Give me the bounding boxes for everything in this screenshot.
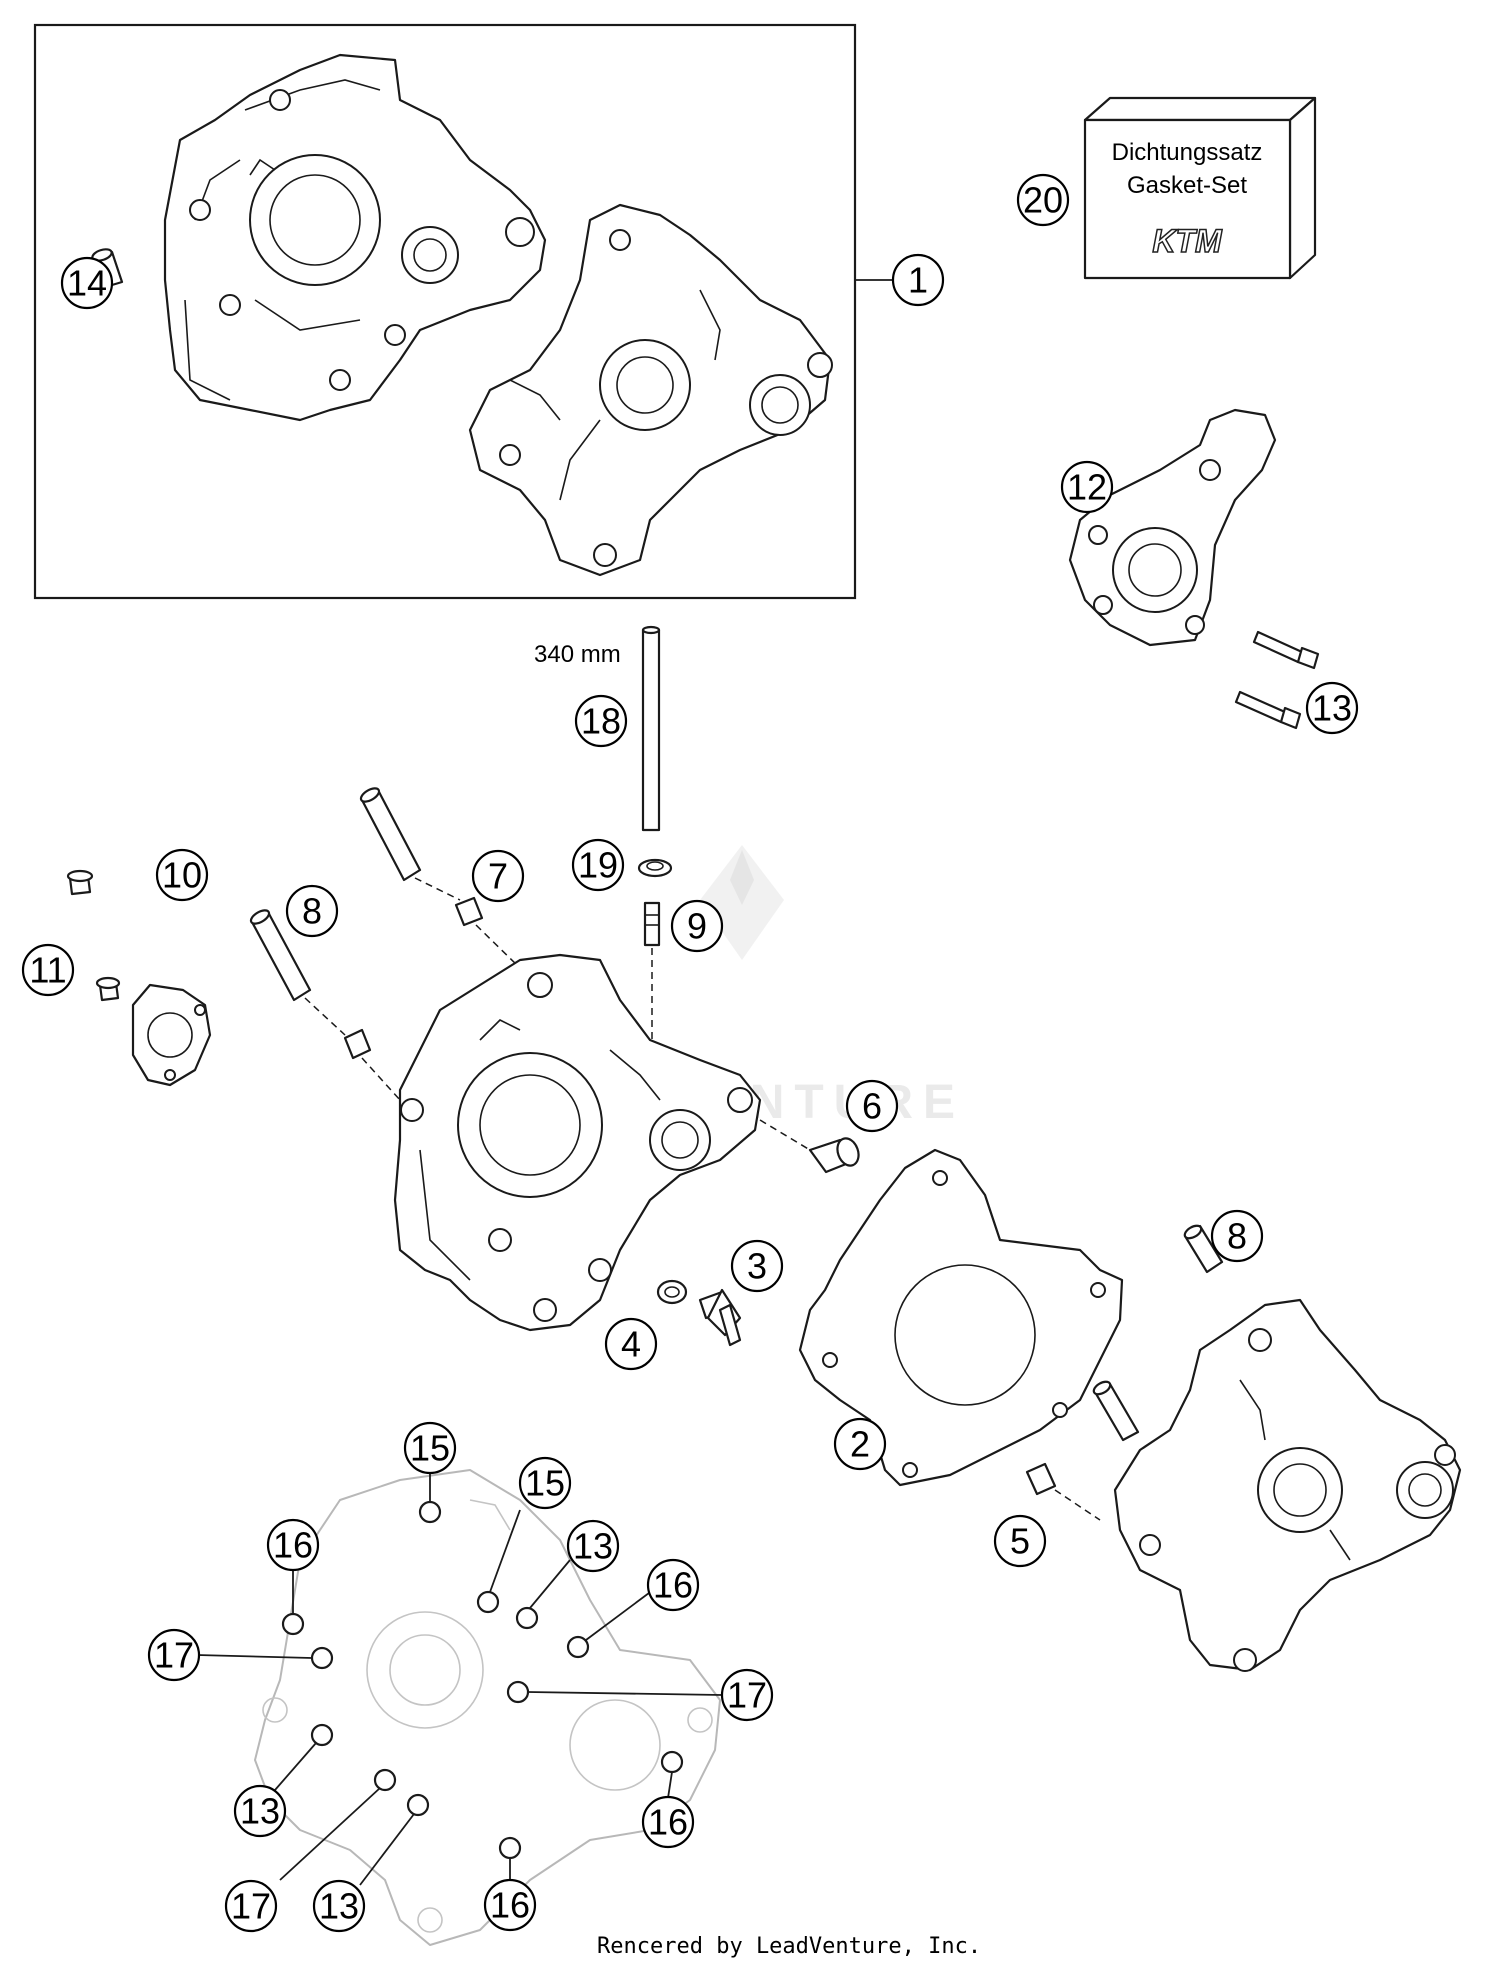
- pin-5: [1025, 1462, 1101, 1521]
- rod-18: [641, 625, 661, 832]
- svg-text:10: 10: [162, 855, 202, 896]
- svg-text:1: 1: [908, 260, 928, 301]
- svg-text:13: 13: [573, 1526, 613, 1567]
- callout-4: 4: [604, 1317, 658, 1371]
- svg-text:3: 3: [747, 1246, 767, 1287]
- svg-text:13: 13: [1312, 688, 1352, 729]
- pin-8-right: [1183, 1224, 1224, 1274]
- screw-11-lower: [95, 976, 121, 1002]
- leader-lines: [196, 1473, 723, 1886]
- svg-text:8: 8: [1227, 1216, 1247, 1257]
- callout-13-upper: 13: [566, 1519, 620, 1573]
- svg-text:16: 16: [273, 1525, 313, 1566]
- pin-8-left: [249, 909, 401, 1101]
- svg-text:14: 14: [67, 263, 107, 304]
- callout-12: 12: [1060, 460, 1114, 514]
- svg-text:16: 16: [653, 1565, 693, 1606]
- callout-14: 14: [60, 256, 114, 310]
- pin-right-case: [1092, 1380, 1140, 1442]
- svg-text:5: 5: [1010, 1521, 1030, 1562]
- callout-15-right: 15: [518, 1456, 572, 1510]
- screw-11-upper: [66, 869, 94, 896]
- svg-text:16: 16: [648, 1802, 688, 1843]
- callout-16-bottom: 16: [483, 1878, 537, 1932]
- svg-text:4: 4: [621, 1324, 641, 1365]
- callout-11: 11: [21, 943, 75, 997]
- callout-20: 20: [1016, 173, 1070, 227]
- nipple-9: [643, 901, 661, 1040]
- svg-text:8: 8: [302, 891, 322, 932]
- svg-text:15: 15: [410, 1428, 450, 1469]
- crankcase-assembly-box: [33, 23, 857, 600]
- callout-16-left: 16: [266, 1518, 320, 1572]
- ktm-logo: KTM: [1152, 223, 1223, 259]
- svg-text:17: 17: [727, 1675, 767, 1716]
- bolt-13-lower: [1234, 690, 1302, 730]
- callout-1: 1: [891, 253, 945, 307]
- callout-3: 3: [730, 1239, 784, 1293]
- footer-credit: Rencered by LeadVenture, Inc.: [597, 1934, 981, 1959]
- crankcase-right-half-bottom: [1113, 1298, 1462, 1672]
- bracket-12: [1068, 408, 1277, 647]
- svg-text:11: 11: [29, 950, 66, 991]
- callout-9: 9: [670, 899, 724, 953]
- crankcase-ghost-bottom: [254, 1469, 721, 1946]
- crankcase-right-half-top: [468, 203, 833, 577]
- callout-13-left: 13: [233, 1784, 287, 1838]
- callout-16-mid: 16: [641, 1795, 695, 1849]
- callout-8-left: 8: [285, 884, 339, 938]
- crankcase-left-half-middle: [393, 953, 762, 1332]
- callout-6: 6: [845, 1079, 899, 1133]
- svg-text:2: 2: [850, 1424, 870, 1465]
- callout-7: 7: [471, 849, 525, 903]
- callout-13-right: 13: [1305, 681, 1359, 735]
- svg-text:15: 15: [525, 1463, 565, 1504]
- callout-8-right: 8: [1210, 1209, 1264, 1263]
- screw-3: [698, 1288, 742, 1347]
- svg-text:17: 17: [154, 1635, 194, 1676]
- svg-text:6: 6: [862, 1086, 882, 1127]
- rod-length-label: 340 mm: [534, 641, 621, 668]
- washer-4: [656, 1279, 688, 1305]
- gasket-set-line2: Gasket-Set: [1127, 172, 1247, 199]
- svg-text:12: 12: [1067, 467, 1107, 508]
- pin-7: [359, 787, 521, 969]
- fasteners-ghost-case: [281, 1500, 684, 1860]
- svg-text:16: 16: [490, 1885, 530, 1926]
- svg-text:18: 18: [581, 701, 621, 742]
- svg-text:20: 20: [1023, 180, 1063, 221]
- gasket-set-box: Dichtungssatz Gasket-Set KTM: [1083, 96, 1317, 280]
- cover-plate-10: [131, 983, 212, 1087]
- callout-10: 10: [155, 848, 209, 902]
- bushing-6: [759, 1119, 860, 1174]
- crankcase-left-half-top: [163, 53, 547, 422]
- callout-2: 2: [833, 1417, 887, 1471]
- svg-text:19: 19: [578, 845, 618, 886]
- callout-17-right: 17: [720, 1668, 774, 1722]
- callout-17-bottom: 17: [224, 1879, 278, 1933]
- svg-text:17: 17: [231, 1886, 271, 1927]
- svg-text:7: 7: [488, 856, 508, 897]
- callout-5: 5: [993, 1514, 1047, 1568]
- svg-text:13: 13: [240, 1791, 280, 1832]
- gasket-2: [798, 1148, 1124, 1487]
- callout-13-bottom: 13: [312, 1879, 366, 1933]
- callout-15-top: 15: [403, 1421, 457, 1475]
- callout-17-left: 17: [147, 1628, 201, 1682]
- gasket-set-line1: Dichtungssatz: [1112, 139, 1263, 166]
- clamp-19: [637, 858, 673, 878]
- callout-16-right: 16: [646, 1558, 700, 1612]
- bolt-13-upper: [1252, 630, 1320, 670]
- callout-19: 19: [571, 838, 625, 892]
- svg-text:13: 13: [319, 1886, 359, 1927]
- callout-18: 18: [574, 694, 628, 748]
- svg-text:9: 9: [687, 906, 707, 947]
